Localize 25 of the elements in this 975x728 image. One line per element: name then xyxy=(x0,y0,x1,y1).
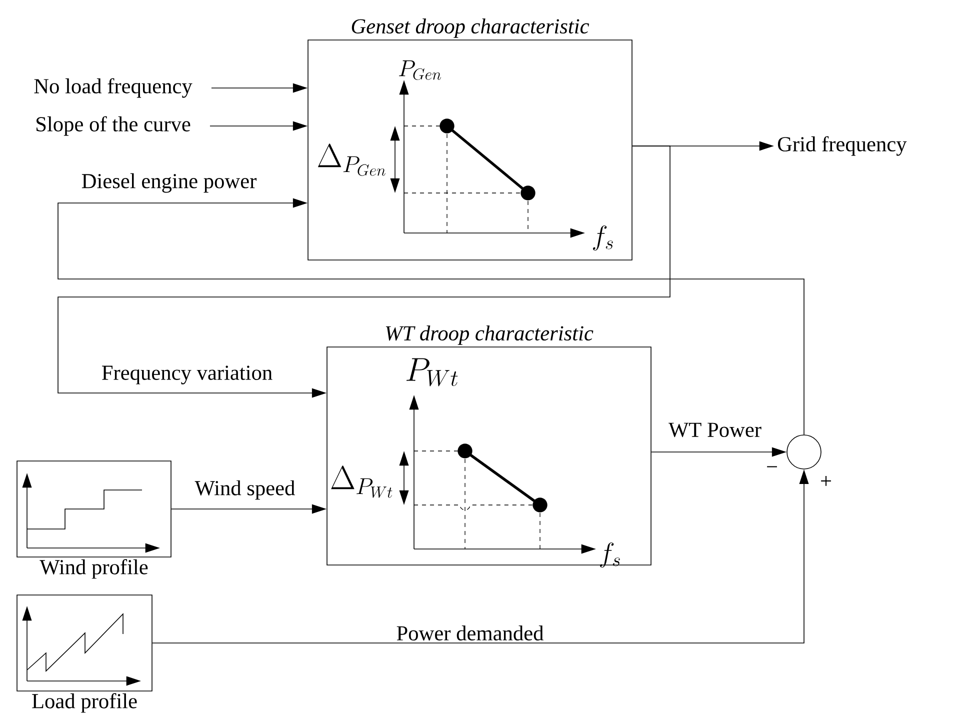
profile-box: Wind profile xyxy=(16,460,172,579)
axis-label: $f_s$ xyxy=(600,542,620,568)
arrow xyxy=(58,198,804,435)
node-label: WT droop characteristic xyxy=(386,326,594,345)
edge-label: Diesel engine power xyxy=(82,173,256,193)
edge-label: Frequency variation xyxy=(102,366,272,384)
input-label: No load frequency xyxy=(34,78,192,98)
axis-label: $\Delta_{P_{Gen}}$ xyxy=(318,144,386,176)
node-label: Wind profile xyxy=(40,559,148,579)
axis-label: $P_{Gen}$ xyxy=(399,60,441,80)
edge-label: Power demanded xyxy=(396,625,544,640)
sign-label: + xyxy=(821,476,831,486)
output-label: Grid frequency xyxy=(778,136,907,156)
edge-label: WT Power xyxy=(668,422,762,438)
node-label: Load profile xyxy=(32,693,137,713)
edge-label: Wind speed xyxy=(194,480,295,500)
node-label: Genset droop characteristic xyxy=(352,18,590,38)
axis-label: $\Delta_{P_{Wt}}$ xyxy=(331,466,392,498)
axis-label: $f_s$ xyxy=(592,225,613,251)
input-label: Slope of the curve xyxy=(36,116,190,136)
axis-label: $P_{Wt}$ xyxy=(406,358,458,386)
sign-label: − xyxy=(767,466,777,468)
profile-box: Load profile xyxy=(16,594,152,713)
arrow xyxy=(58,146,670,398)
summing-junction xyxy=(786,434,822,470)
